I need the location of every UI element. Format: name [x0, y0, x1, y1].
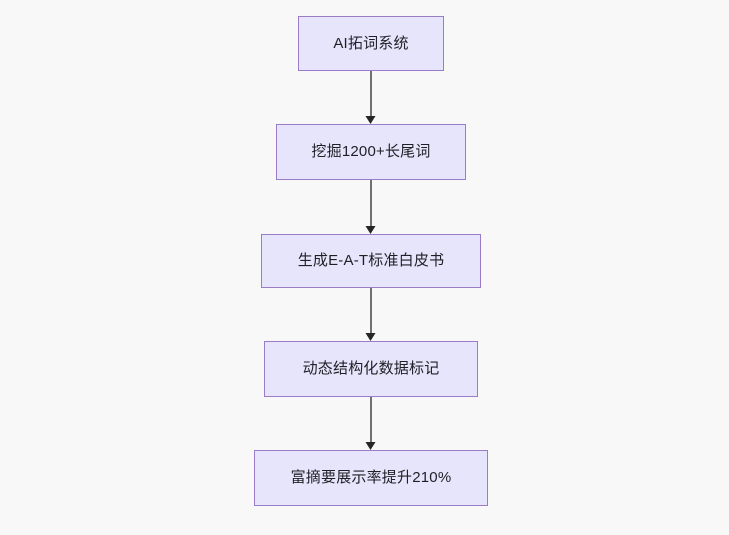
flow-node-eat-whitepaper[interactable]: 生成E-A-T标准白皮书 — [261, 234, 481, 288]
flow-node-label: 动态结构化数据标记 — [302, 360, 440, 377]
flow-node-rich-snippet-result[interactable]: 富摘要展示率提升210% — [254, 450, 488, 506]
flow-node-label: 挖掘1200+长尾词 — [311, 143, 431, 160]
connector-line — [370, 180, 372, 226]
flow-node-label: 富摘要展示率提升210% — [290, 469, 452, 486]
flow-node-structured-data-markup[interactable]: 动态结构化数据标记 — [264, 341, 478, 397]
arrowhead-icon — [365, 333, 376, 341]
flow-node-label: 生成E-A-T标准白皮书 — [297, 252, 445, 269]
connector-line — [370, 71, 372, 116]
flow-node-longtail-keywords[interactable]: 挖掘1200+长尾词 — [276, 124, 466, 180]
arrowhead-icon — [365, 226, 376, 234]
arrowhead-icon — [365, 116, 376, 124]
connector-line — [370, 288, 372, 333]
flow-node-label: AI拓词系统 — [333, 34, 409, 52]
flow-node-ai-keyword-system[interactable]: AI拓词系统 — [298, 16, 444, 71]
arrowhead-icon — [365, 442, 376, 450]
connector-line — [370, 397, 372, 442]
